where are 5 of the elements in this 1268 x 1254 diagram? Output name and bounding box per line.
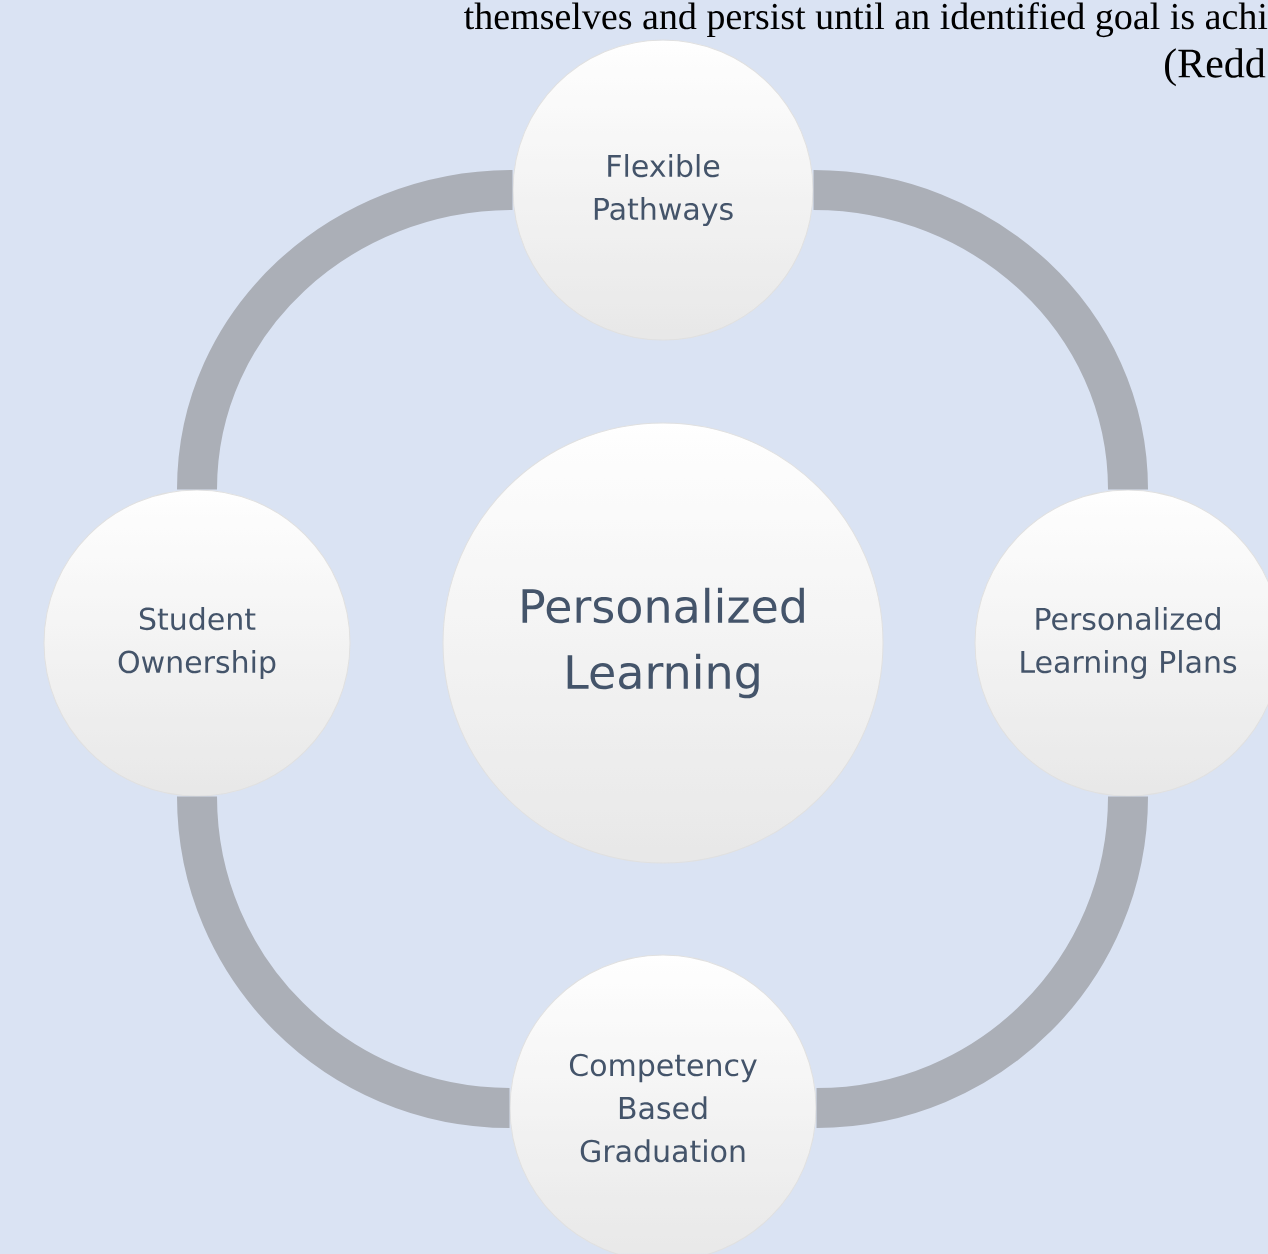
body-text: (Redd: [1165, 48, 1266, 87]
ring-segment: [815, 795, 1148, 1128]
ring-segment: [177, 170, 514, 491]
ring-segment: [177, 795, 511, 1128]
ring-segment: [812, 170, 1148, 491]
